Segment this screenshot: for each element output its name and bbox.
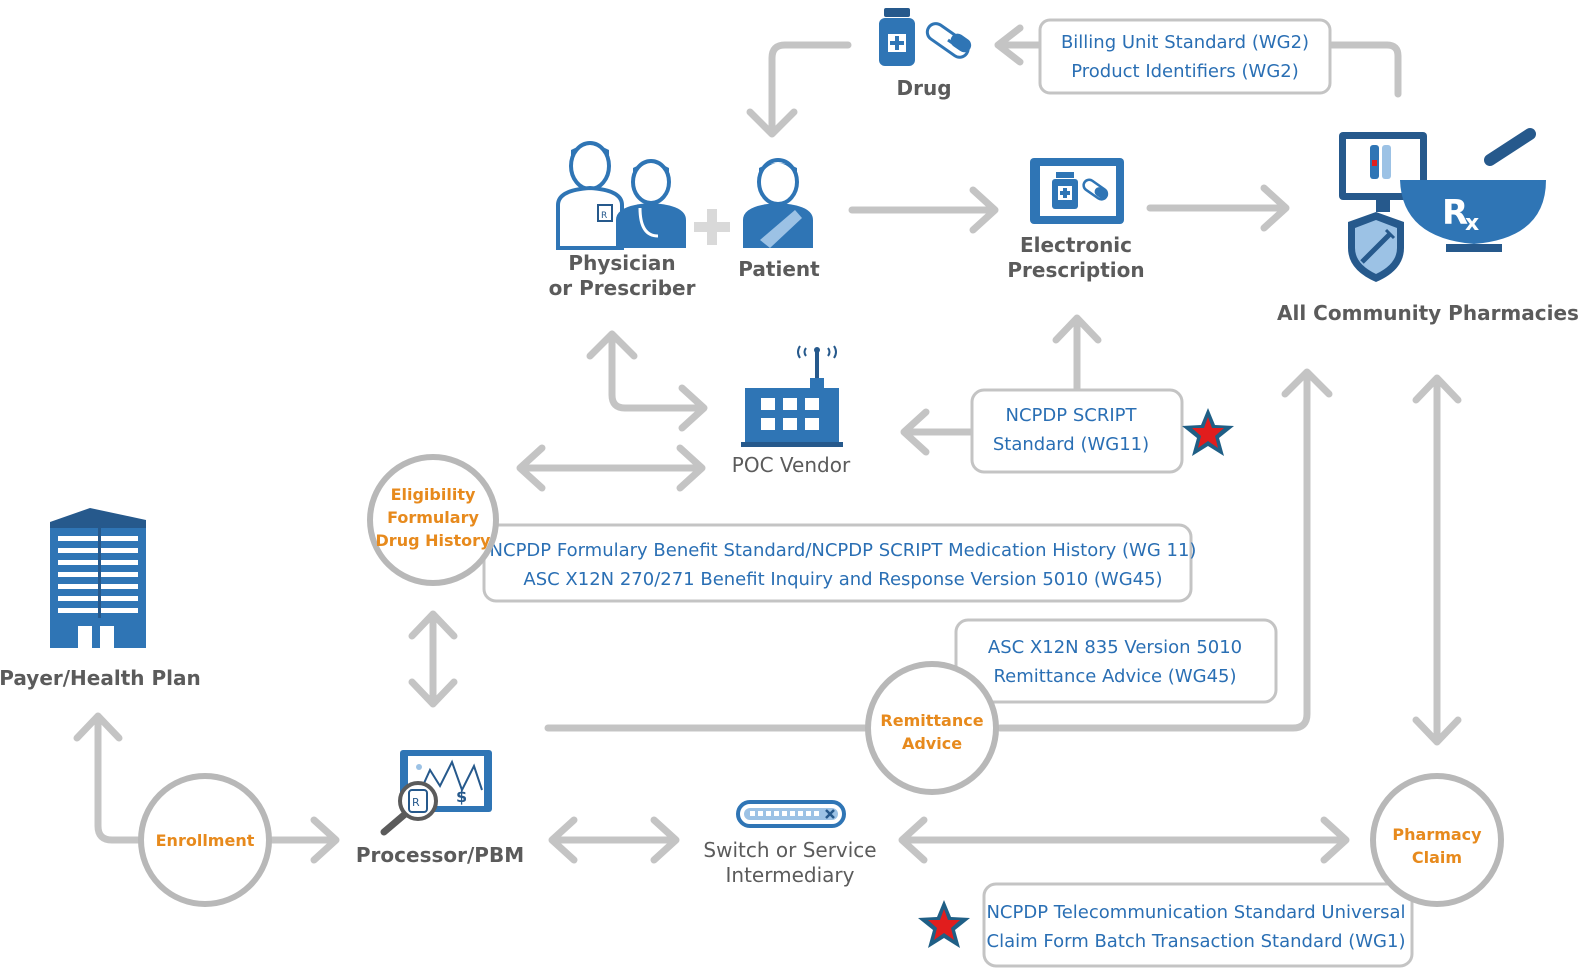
flow-enrollment-to-processor	[266, 816, 340, 864]
circle-enrollment: Enrollment	[138, 773, 272, 907]
physician-label-line2: or Prescriber	[549, 276, 696, 300]
enrollment-label: Enrollment	[156, 831, 255, 850]
poc-vendor-building-icon	[741, 345, 843, 447]
standard-box-formulary: NCPDP Formulary Benefit Standard/NCPDP S…	[482, 523, 1197, 603]
script-line2: Standard (WG11)	[993, 434, 1149, 455]
mortar-pestle-icon: R x	[1400, 128, 1546, 252]
drug-label: Drug	[896, 76, 951, 100]
pharmacy-claim-line2: Claim	[1412, 848, 1462, 867]
poc-vendor-label: POC Vendor	[732, 453, 851, 477]
shield-syringe-icon	[1348, 212, 1404, 282]
svg-text:R: R	[412, 796, 420, 809]
remittance-circle	[865, 661, 999, 795]
tablet-icon	[1030, 158, 1124, 224]
eligibility-line2: Formulary	[387, 508, 479, 527]
telecom-box	[982, 882, 1414, 968]
billing-box	[1038, 18, 1332, 95]
payer-building-icon	[50, 508, 146, 648]
flow-pharmacies-claim	[1412, 374, 1462, 746]
formulary-box	[482, 523, 1193, 603]
flow-billing-to-drug	[994, 24, 1044, 66]
flow-pharmacy-to-billing	[1328, 41, 1402, 98]
drug-bottle-icon	[879, 8, 915, 66]
standard-box-telecom: NCPDP Telecommunication Standard Univers…	[982, 882, 1414, 968]
rx-mark: R	[1442, 193, 1468, 233]
flow-eprescription-to-pharmacies	[1146, 184, 1290, 232]
remittance-line1: Remittance	[880, 711, 983, 730]
flow-lines	[73, 24, 1462, 864]
remit-box	[954, 618, 1278, 704]
flow-patient-to-eprescription	[848, 186, 999, 234]
physician-icon: R	[556, 141, 624, 250]
pharmacy-claim-line1: Pharmacy	[1392, 825, 1482, 844]
circle-eligibility: Eligibility Formulary Drug History	[367, 454, 499, 586]
circle-remittance: Remittance Advice	[865, 661, 999, 795]
magnifier-icon: R	[380, 781, 438, 836]
pharmacies-label: All Community Pharmacies	[1277, 301, 1579, 325]
pharmacy-monitor-icon	[1339, 132, 1427, 212]
eligibility-circle	[367, 454, 499, 586]
flow-payer-enrollment	[73, 712, 146, 844]
svg-text:$: $	[456, 787, 467, 806]
formulary-line2: ASC X12N 270/271 Benefit Inquiry and Res…	[523, 569, 1162, 590]
remittance-line2: Advice	[902, 734, 962, 753]
eprescription-label-line1: Electronic	[1020, 233, 1132, 257]
eligibility-line3: Drug History	[376, 531, 492, 550]
standard-box-billing: Billing Unit Standard (WG2) Product Iden…	[1038, 18, 1332, 95]
flow-poc-physician	[586, 330, 708, 432]
flow-eligibility-processor	[408, 610, 458, 708]
payer-label: Payer/Health Plan	[0, 666, 201, 690]
nurse-icon	[616, 159, 686, 248]
flow-script-to-poc	[900, 408, 974, 456]
script-box	[970, 388, 1184, 474]
star-icon-telecom	[918, 900, 970, 948]
processor-label: Processor/PBM	[356, 843, 524, 867]
circle-pharmacy-claim: Pharmacy Claim	[1370, 773, 1504, 907]
patient-label: Patient	[738, 257, 820, 281]
capsule-icon	[925, 22, 972, 59]
flow-eligibility-poc	[516, 444, 706, 492]
flow-switch-claim	[898, 816, 1350, 864]
eprescription-label-line2: Prescription	[1007, 258, 1144, 282]
flow-remittance-to-pharmacies	[996, 368, 1333, 732]
physician-label-line1: Physician	[568, 251, 675, 275]
flow-processor-switch	[548, 816, 680, 864]
telecom-line1: NCPDP Telecommunication Standard Univers…	[986, 902, 1405, 923]
enrollment-circle	[138, 773, 272, 907]
script-line1: NCPDP SCRIPT	[1006, 405, 1138, 426]
flow-script-to-eprescription	[1052, 314, 1102, 392]
telecom-line2: Claim Form Batch Transaction Standard (W…	[987, 931, 1406, 952]
billing-line2: Product Identifiers (WG2)	[1071, 61, 1299, 82]
star-icon-script	[1182, 408, 1234, 456]
remit-line1: ASC X12N 835 Version 5010	[988, 637, 1242, 658]
network-switch-icon	[736, 800, 846, 828]
switch-label-line1: Switch or Service	[703, 838, 876, 862]
plus-icon	[694, 209, 730, 245]
remit-line2: Remittance Advice (WG45)	[993, 666, 1236, 687]
switch-label-line2: Intermediary	[726, 863, 855, 887]
patient-icon	[743, 158, 813, 248]
flow-drug-to-physician	[746, 41, 852, 138]
standard-box-remittance: ASC X12N 835 Version 5010 Remittance Adv…	[954, 618, 1278, 704]
standard-box-script: NCPDP SCRIPT Standard (WG11)	[970, 388, 1184, 474]
rx-sub: x	[1465, 211, 1479, 236]
formulary-line1: NCPDP Formulary Benefit Standard/NCPDP S…	[490, 540, 1197, 561]
eligibility-line1: Eligibility	[391, 485, 476, 504]
svg-text:R: R	[601, 211, 607, 221]
pharmacy-claim-circle	[1370, 773, 1504, 907]
billing-line1: Billing Unit Standard (WG2)	[1061, 32, 1309, 53]
